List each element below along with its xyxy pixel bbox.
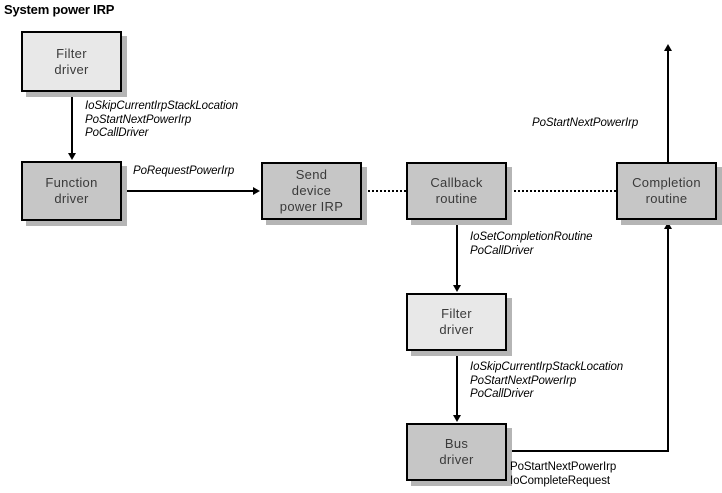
node-label-line: driver — [54, 61, 89, 77]
node-callback-routine[interactable]: Callback routine — [406, 162, 507, 220]
node-send-device-power-irp[interactable]: Send device power IRP — [261, 162, 362, 220]
arrowhead-completion-exit — [664, 44, 672, 51]
node-completion-routine[interactable]: Completion routine — [616, 162, 717, 220]
connector-send-to-callback-dotted — [361, 190, 406, 192]
node-label-line: Filter — [56, 45, 87, 61]
connector-bus-to-completion-horizontal — [507, 450, 669, 452]
node-label-line: driver — [439, 322, 474, 337]
node-label-line: routine — [435, 191, 478, 206]
node-function-driver[interactable]: Function driver — [21, 161, 122, 221]
annotation-bus-completion-calls: PoStartNextPowerIrp IoCompleteRequest — [510, 461, 617, 487]
node-filter-driver-top[interactable]: Filter driver — [21, 31, 122, 92]
annotation-filter-to-bus-calls: IoSkipCurrentIrpStackLocation PoStartNex… — [470, 361, 624, 400]
arrowhead-filter-to-function — [68, 153, 76, 160]
node-label-line: Callback — [430, 175, 483, 190]
arrowhead-bus-to-completion — [664, 222, 672, 229]
annotation-completion-exit-call: PoStartNextPowerIrp — [532, 117, 639, 129]
node-label-line: device — [291, 183, 332, 198]
connector-completion-exit-vertical — [667, 51, 669, 162]
annotation-filter-to-function-calls: IoSkipCurrentIrpStackLocation PoStartNex… — [85, 100, 239, 139]
annotation-callback-to-filter-calls: IoSetCompletionRoutine PoCallDriver — [470, 231, 593, 257]
node-label-line: Filter — [441, 306, 472, 321]
node-label-line: Bus — [444, 436, 469, 451]
annotation-function-to-send-call: PoRequestPowerIrp — [133, 165, 235, 177]
node-label-line: Function — [45, 175, 98, 190]
node-label-line: driver — [439, 452, 474, 467]
node-label-line: driver — [54, 191, 89, 206]
connector-callback-to-filter — [456, 220, 458, 286]
node-label-line: routine — [645, 191, 688, 206]
node-bus-driver[interactable]: Bus driver — [406, 423, 507, 481]
node-label-line: Completion — [632, 175, 701, 190]
arrowhead-function-to-send — [253, 187, 260, 195]
connector-filter-to-bus — [456, 351, 458, 416]
node-label-line: power IRP — [279, 199, 344, 214]
connector-function-to-send — [122, 190, 254, 192]
node-label-line: Send — [295, 167, 328, 182]
connector-bus-to-completion-vertical — [667, 229, 669, 452]
diagram-title: System power IRP — [4, 2, 115, 17]
connector-filter-to-function — [71, 92, 73, 154]
node-filter-driver-lower[interactable]: Filter driver — [406, 293, 507, 351]
arrowhead-filter-to-bus — [453, 415, 461, 422]
connector-callback-to-completion-dotted — [507, 190, 616, 192]
arrowhead-callback-to-filter — [453, 285, 461, 292]
